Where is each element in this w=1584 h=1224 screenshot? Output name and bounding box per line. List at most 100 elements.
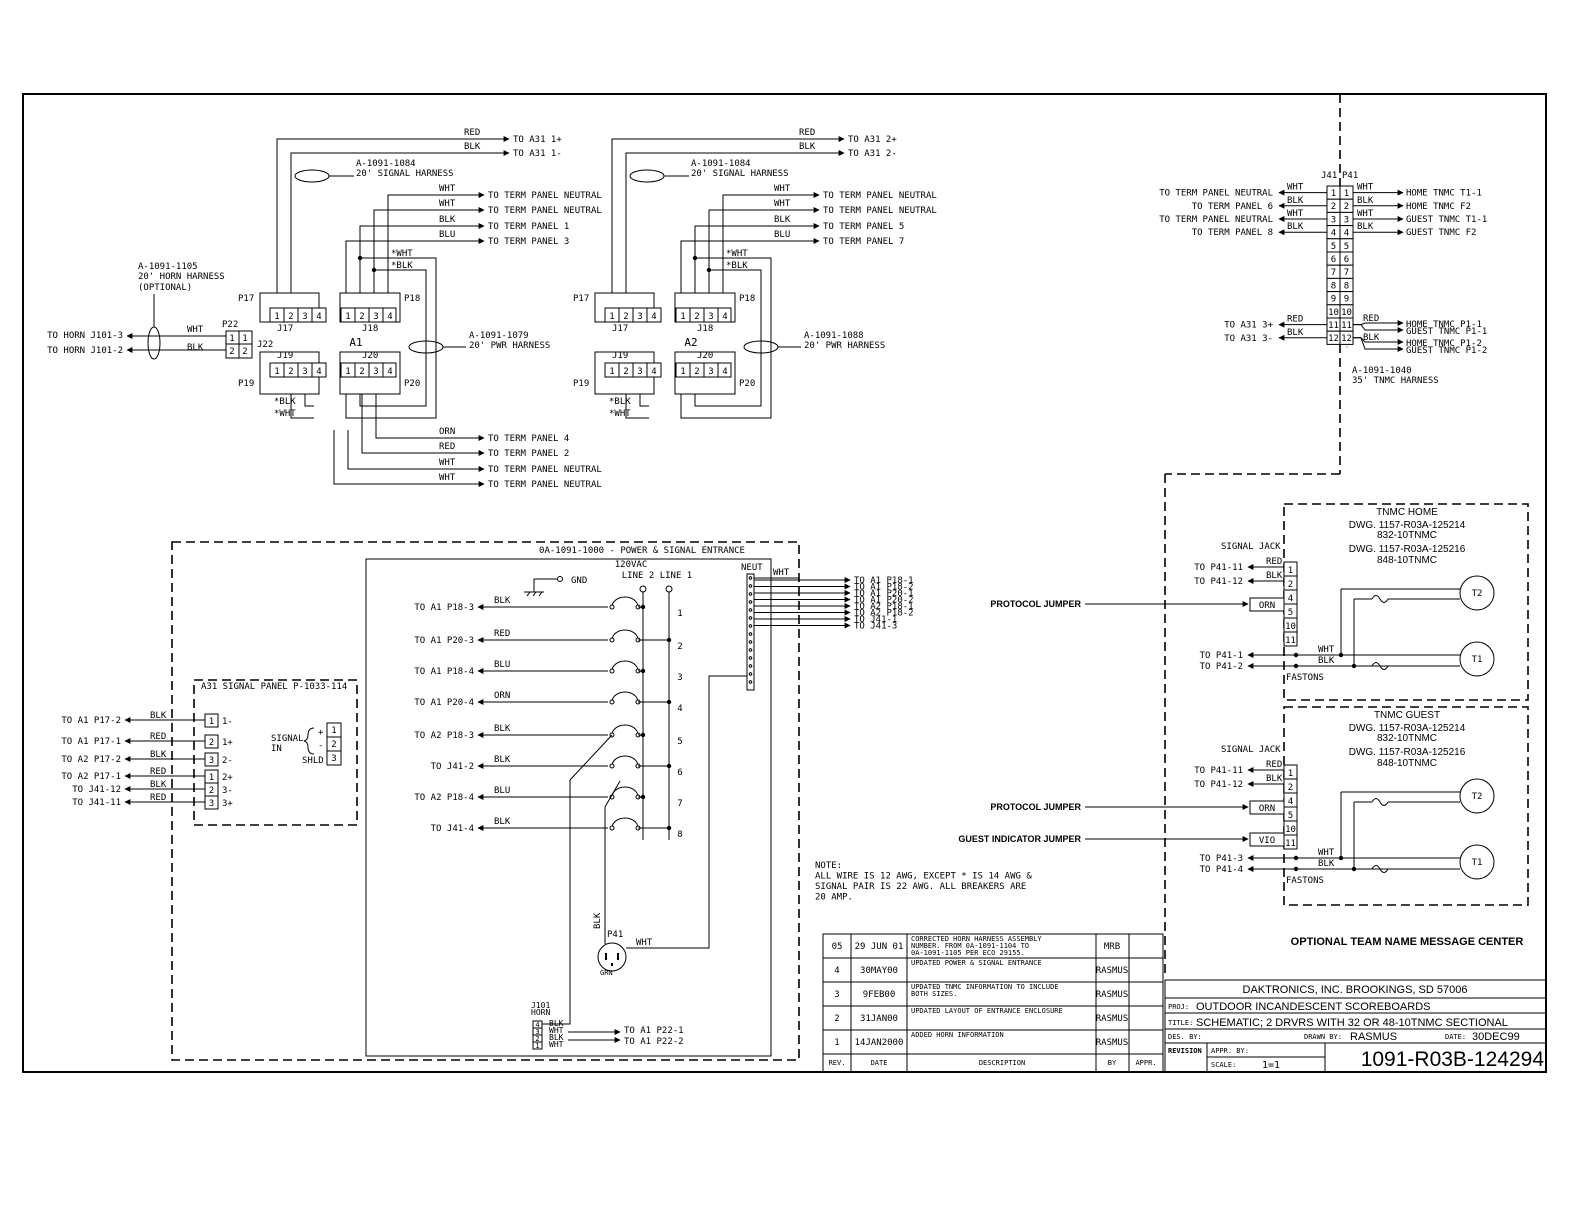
signal-jack-label: SIGNAL JACK (1221, 745, 1281, 755)
breaker-number: 2 (677, 642, 682, 652)
pin-number: 12 (1328, 334, 1339, 344)
revision-by: RASMUS (1096, 990, 1129, 1000)
note-line: 20 AMP. (815, 893, 853, 903)
wire-destination: TO A2 P18-1 (854, 602, 914, 612)
pin-number: 2 (694, 367, 699, 377)
pin-number: 2 (331, 740, 336, 750)
wire-destination: GUEST TNMC T1-1 (1406, 215, 1487, 225)
polarity-label: + (318, 728, 324, 738)
harness-ellipse (147, 326, 161, 360)
neutral-screw (748, 656, 753, 660)
pin-number: 8 (1344, 281, 1349, 291)
wire (625, 394, 649, 419)
revision-description: UPDATED LAYOUT OF ENTRANCE ENCLOSURE (911, 1007, 1063, 1015)
neutral-label: NEUT (741, 563, 763, 573)
breaker-number: 7 (677, 799, 682, 809)
wire-color: ORN (439, 427, 455, 437)
connector-label-j19: J19 (277, 351, 293, 361)
wire-color: ORN (494, 691, 510, 701)
pin-number: 4 (535, 1021, 539, 1029)
harness-part-number: A-1091-1084 (356, 159, 416, 169)
wire-color: WHT (774, 184, 791, 194)
connector-label-p17: P17 (238, 294, 254, 304)
designed-by-label: DES. BY: (1168, 1033, 1202, 1041)
wire-color: WHT (1357, 209, 1374, 219)
pin-number: 2 (694, 312, 699, 322)
jumper-color: VIO (1259, 836, 1275, 846)
table-header: BY (1108, 1059, 1117, 1067)
wire-destination: TO A1 P17-1 (61, 737, 121, 747)
revision-date: 30MAY00 (860, 966, 898, 976)
wire-color: WHT (439, 458, 456, 468)
breaker-symbol (611, 724, 639, 736)
wire (347, 430, 464, 470)
wire-destination: TO TERM PANEL NEUTRAL (488, 191, 602, 201)
wire-destination: TO TERM PANEL NEUTRAL (488, 480, 602, 490)
drawing-number: 1091-R03B-124294 (1361, 1048, 1545, 1071)
table-header: APPR. (1135, 1059, 1156, 1067)
pin-number: 1 (331, 726, 336, 736)
wire-destination: TO A1 P17-2 (61, 716, 121, 726)
tnmc-title: TNMC HOME (1376, 507, 1438, 518)
wire-destination: TO TERM PANEL 3 (488, 237, 569, 247)
wire-destination: TO P41-11 (1194, 563, 1243, 573)
pin-number: 3 (708, 312, 713, 322)
breaker-terminal (609, 604, 615, 610)
wire-destination: TO A1 P22-1 (624, 1026, 684, 1036)
wire-color: WHT (1318, 848, 1335, 858)
wire-destination: TO A1 P18-1 (854, 576, 914, 586)
wire-destination: TO A1 P18-4 (414, 667, 474, 677)
wire-destination: TO TERM PANEL 5 (823, 222, 904, 232)
transformer-label: T1 (1472, 858, 1483, 868)
wire-color: RED (1363, 314, 1379, 324)
jumper-label: PROTOCOL JUMPER (990, 802, 1081, 812)
pin-number: 1 (680, 367, 685, 377)
signal-in-terminal (326, 750, 342, 766)
pin-number: 3 (302, 312, 307, 322)
horn-jack-label: HORN (531, 1008, 550, 1017)
wire (333, 430, 464, 485)
wire-destination: GUEST TNMC P1-1 (1406, 327, 1487, 337)
note-line: ALL WIRE IS 12 AWG, EXCEPT * IS 14 AWG & (815, 872, 1032, 882)
pin-number: 4 (651, 367, 656, 377)
wire-destination: TO A31 3+ (1224, 321, 1273, 331)
breaker-number: 3 (677, 673, 682, 683)
breaker-number: 8 (677, 830, 682, 840)
pin-number: 1 (1288, 769, 1293, 779)
wire-color: WHT (549, 1026, 564, 1035)
wire-color: BLU (494, 786, 510, 796)
transformer-t1 (1459, 641, 1495, 677)
pin-number: 4 (316, 312, 321, 322)
scale-label: SCALE: (1211, 1061, 1236, 1069)
wire-color: RED (1287, 315, 1303, 325)
neutral-bar (746, 573, 755, 691)
pin-number: 1 (1288, 566, 1293, 576)
wire-color: BLK (187, 343, 204, 353)
pin-number: 12 (1341, 334, 1352, 344)
wire-color: WHT (774, 199, 791, 209)
wire-destination: TO J41-12 (72, 785, 121, 795)
breaker-symbol (611, 629, 639, 641)
wire-color: *BLK (726, 261, 748, 271)
junction-dot (666, 637, 672, 643)
wire-destination: TO A31 1- (513, 149, 562, 159)
wire-destination: TO J41-11 (72, 798, 121, 808)
revision-description: ADDED HORN INFORMATION (911, 1031, 1004, 1039)
protocol-jumper (1249, 800, 1285, 815)
signal-label: 1+ (222, 738, 233, 748)
pin-number: 3 (708, 367, 713, 377)
wire-destination: GUEST TNMC P1-2 (1406, 346, 1487, 356)
connector-label-p22: P22 (222, 320, 238, 330)
pin-number: 2 (229, 347, 234, 357)
harness-description: 20' HORN HARNESS (138, 272, 225, 282)
pin-number: 2 (359, 367, 364, 377)
revision-description: 0A-1091-1105 PER ECO 29155. (911, 949, 1025, 957)
wire (304, 394, 314, 407)
horn-feed-wire (542, 734, 613, 1025)
sheet-border (22, 93, 1547, 1073)
pin-number: 1 (345, 312, 350, 322)
harness-description: 35' TNMC HARNESS (1352, 376, 1439, 386)
ground-symbol (532, 591, 537, 597)
wire-color: BLK (1287, 222, 1304, 232)
wire-color: RED (1266, 557, 1282, 567)
